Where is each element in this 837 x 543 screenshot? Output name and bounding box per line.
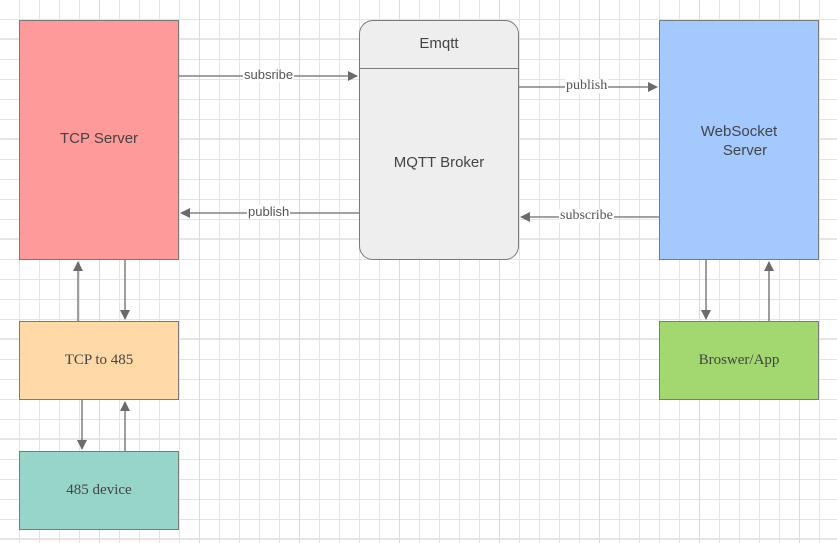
- edge-label-subscribe: subscribe: [559, 208, 614, 223]
- device-485-label: 485 device: [66, 482, 132, 498]
- edge-label-publish-left: publish: [247, 204, 291, 219]
- broker-title: Emqtt: [419, 35, 459, 52]
- tcp-to-485-node[interactable]: TCP to 485: [19, 321, 179, 400]
- websocket-server-label-line2: Server: [722, 142, 768, 159]
- broker-header: Emqtt: [360, 21, 518, 69]
- browser-app-node[interactable]: Broswer/App: [659, 321, 819, 400]
- mqtt-broker-node[interactable]: Emqtt MQTT Broker: [359, 20, 519, 260]
- device-485-node[interactable]: 485 device: [19, 451, 179, 530]
- edge-label-publish-right: publish: [565, 78, 609, 93]
- browser-app-label: Broswer/App: [698, 352, 780, 368]
- websocket-server-label: WebSocket Server: [660, 122, 818, 160]
- edge-label-subsribe: subsribe: [243, 67, 295, 82]
- tcp-server-node[interactable]: TCP Server: [19, 20, 179, 260]
- websocket-server-node[interactable]: WebSocket Server: [659, 20, 819, 260]
- broker-label: MQTT Broker: [393, 154, 485, 171]
- websocket-server-label-line1: WebSocket: [700, 123, 778, 140]
- tcp-to-485-label: TCP to 485: [64, 352, 134, 368]
- tcp-server-label: TCP Server: [59, 130, 139, 147]
